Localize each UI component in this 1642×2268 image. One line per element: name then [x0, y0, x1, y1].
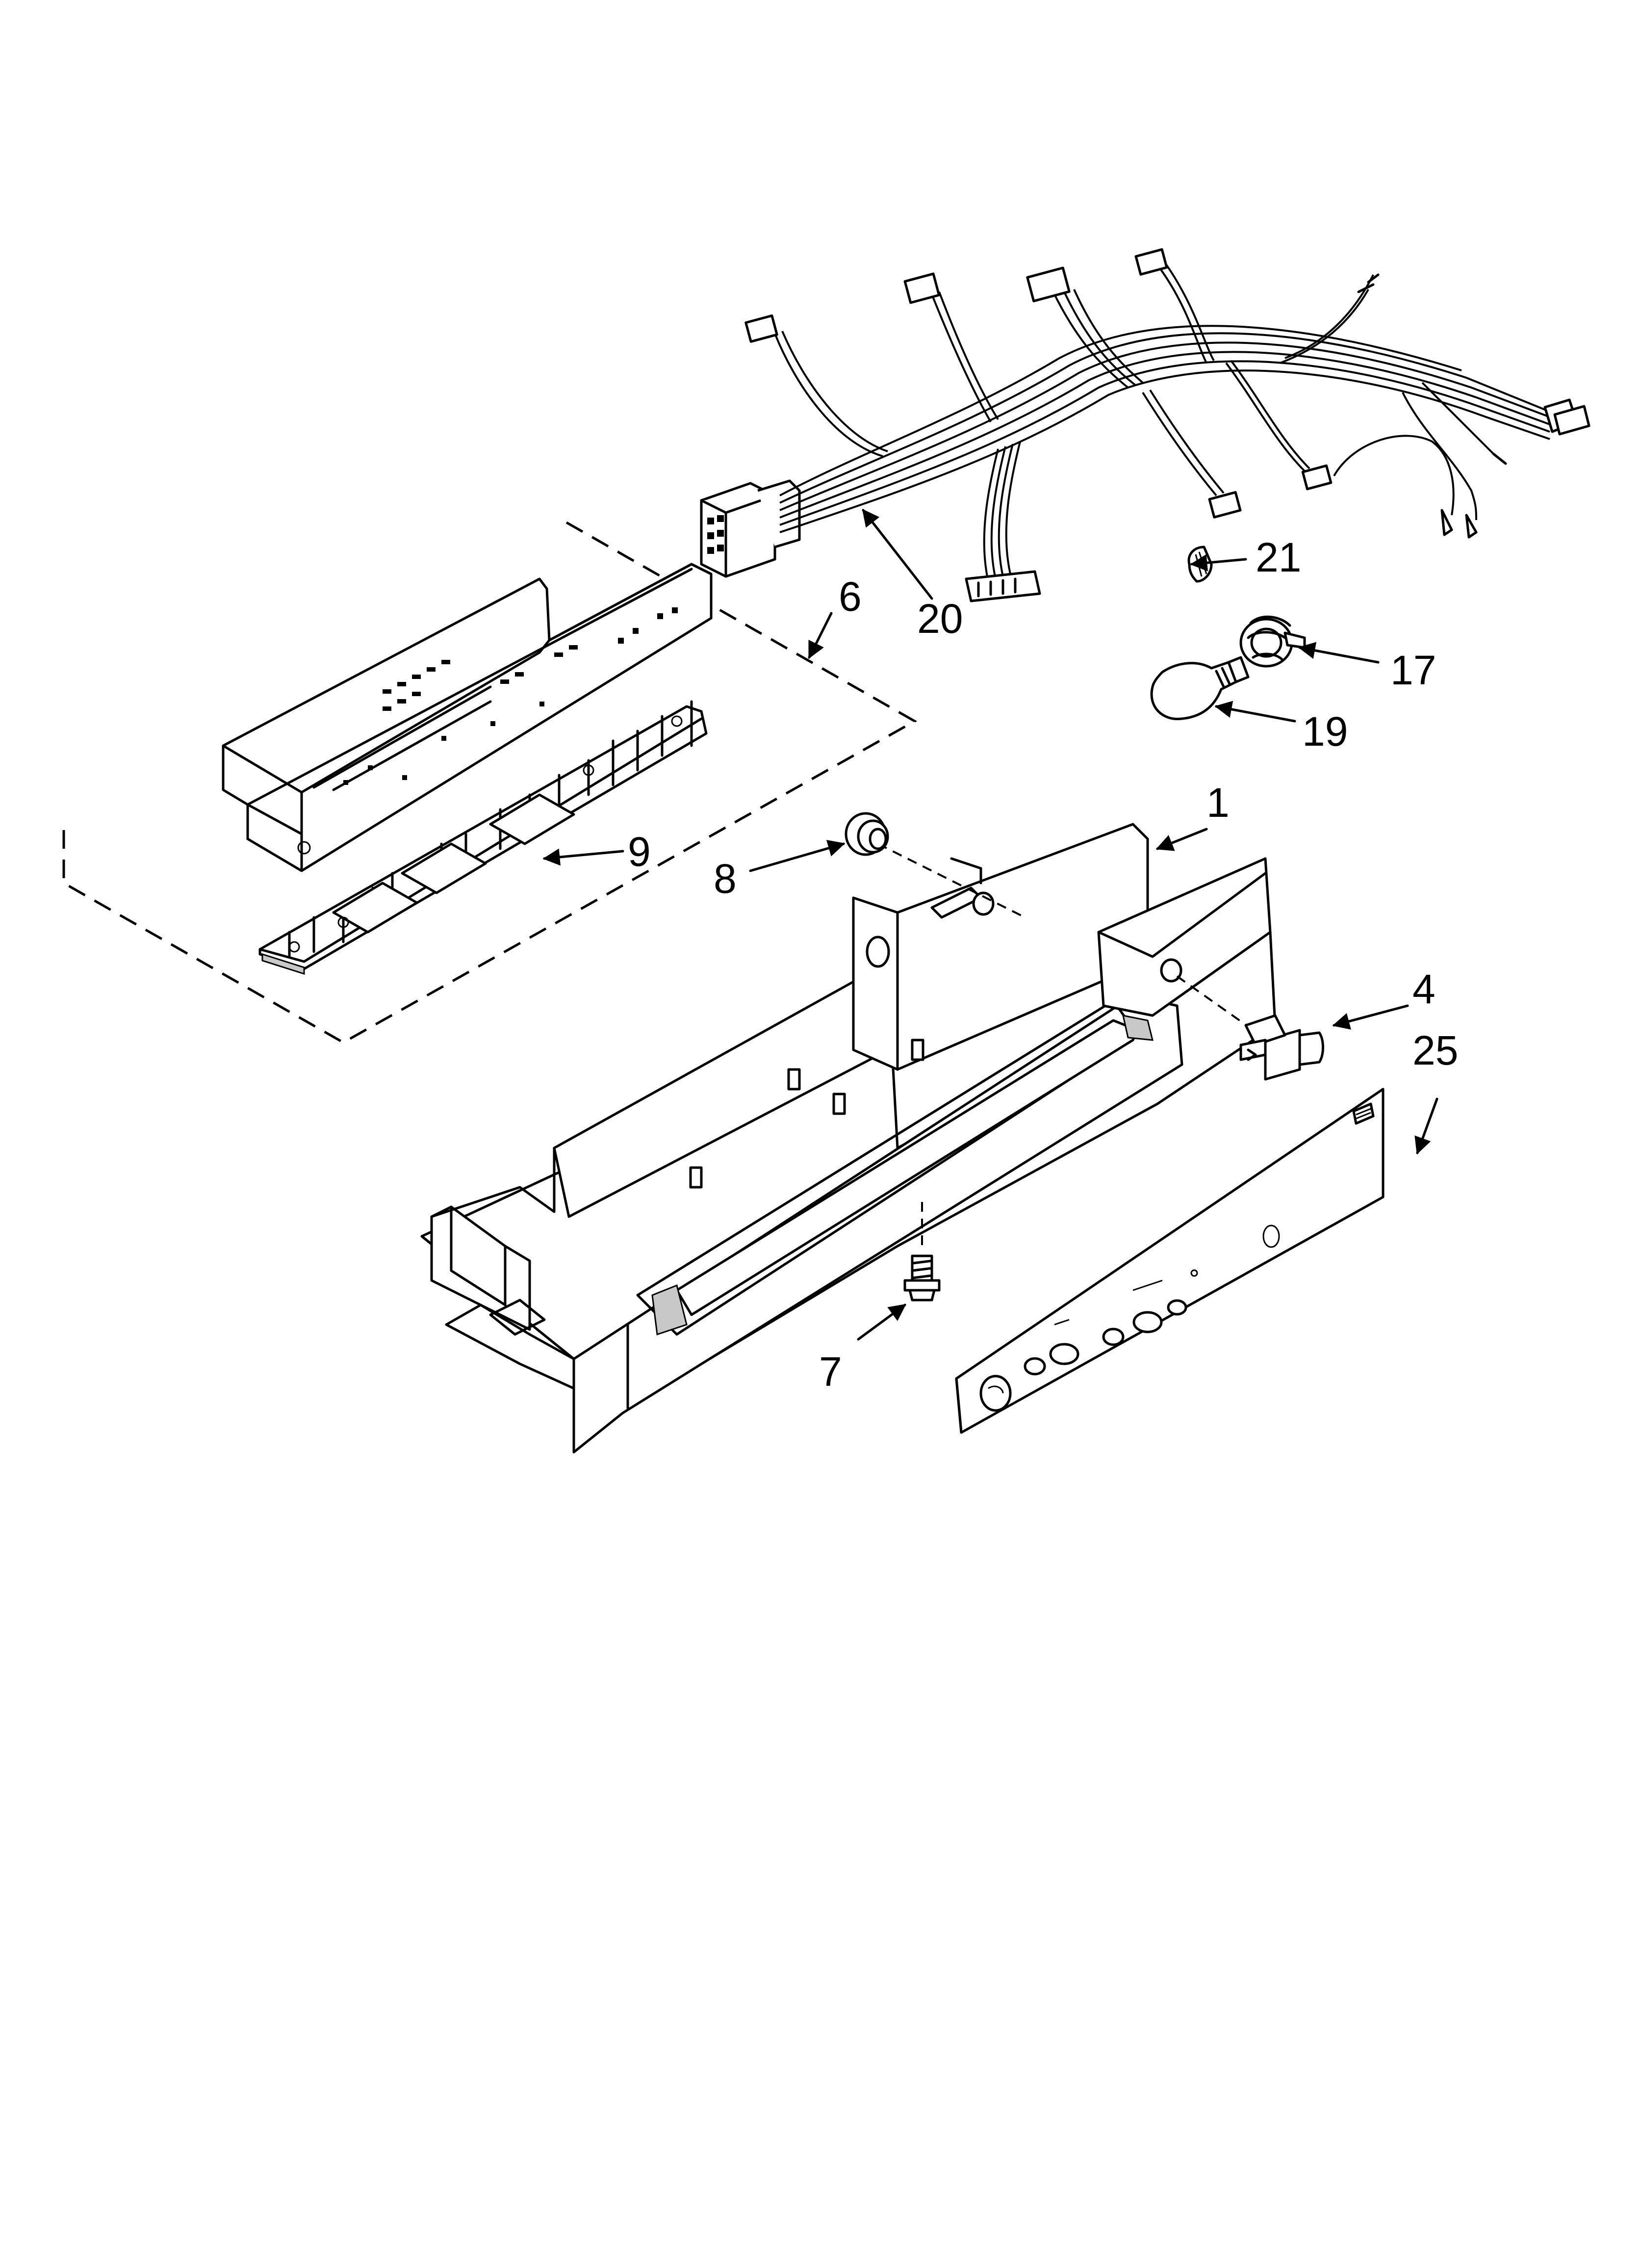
harness-wire-bundle: [779, 325, 1550, 533]
electronic-control-board: [222, 563, 713, 872]
lamp-socket-part-17: [1239, 615, 1306, 668]
callout-17: 17: [1390, 647, 1436, 693]
callout-1: 1: [1206, 780, 1230, 826]
screw-part-7: [903, 1254, 941, 1302]
callout-21: 21: [1256, 534, 1301, 580]
leader-arrows: [542, 509, 1438, 1341]
callout-20: 20: [917, 596, 963, 642]
switch-part-4: [1239, 1014, 1324, 1081]
harness-branch-connectors: [744, 248, 1591, 602]
callout-labels: 1 4 6 7 8 9 17 19 20 21 25: [628, 534, 1458, 1395]
light-bulb-part-19: [1150, 656, 1250, 721]
control-housing-part-1: [420, 823, 1277, 1454]
control-panel-overlay-part-25: [955, 1088, 1385, 1434]
callout-8: 8: [714, 856, 737, 902]
callout-7: 7: [819, 1349, 842, 1395]
alignment-line-8: [877, 843, 1026, 918]
harness-main-connector: [700, 479, 801, 578]
grommet-part-8: [845, 812, 889, 856]
callout-6: 6: [839, 574, 862, 620]
callout-4: 4: [1412, 966, 1436, 1012]
callout-25: 25: [1412, 1027, 1458, 1073]
control-board-assembly-part-6: [62, 521, 918, 1044]
button-board-part-9: [258, 700, 708, 975]
wire-harness-part-20: [700, 248, 1591, 602]
callout-9: 9: [628, 829, 651, 875]
callout-19: 19: [1302, 708, 1348, 755]
